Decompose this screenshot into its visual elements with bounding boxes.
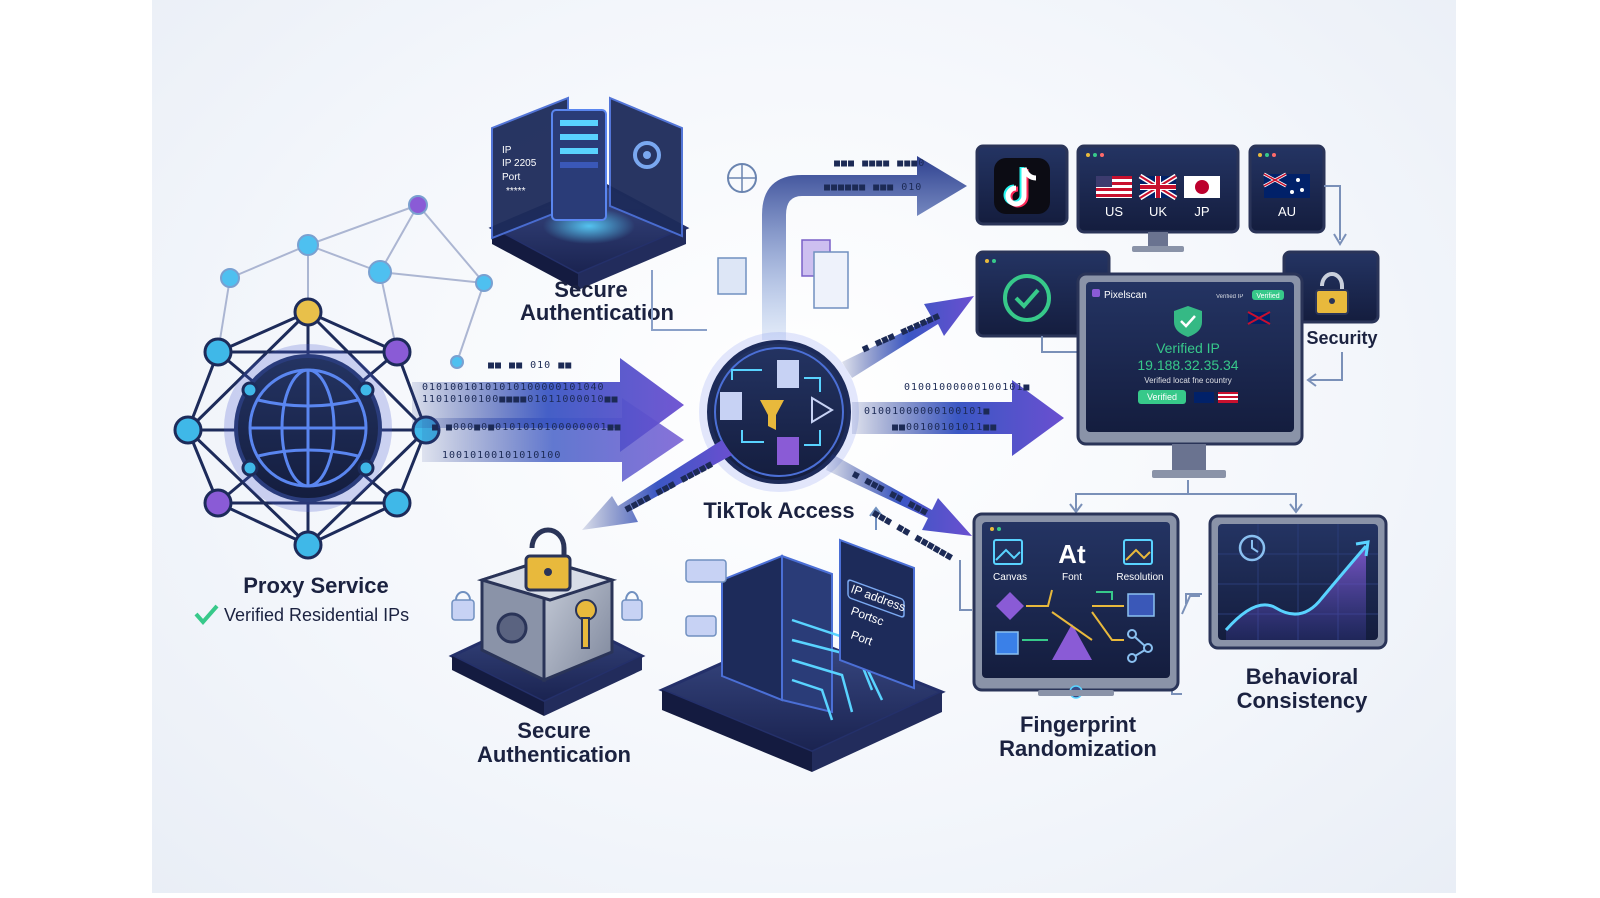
region-au: AU bbox=[1278, 204, 1296, 219]
eye-icon bbox=[685, 615, 717, 637]
square-icon bbox=[995, 631, 1019, 655]
fingerprint-resolution: Resolution bbox=[1116, 572, 1163, 583]
pixelscan-top-status: Verified IP bbox=[1216, 294, 1243, 300]
security-window bbox=[1282, 250, 1380, 324]
pyramid-icon bbox=[1052, 624, 1092, 660]
auth-card-port: Port bbox=[502, 172, 521, 183]
binary-stream-2: 01010010101010100000101040 bbox=[422, 382, 605, 393]
secure-auth-top-line1: Secure bbox=[554, 277, 627, 302]
behavior-area bbox=[1226, 546, 1366, 640]
region-monitor: US UK JP bbox=[1076, 144, 1240, 252]
binary-stream-11: ■ ■■■ ■■ ■■■ bbox=[851, 469, 931, 518]
play-icon bbox=[811, 396, 834, 424]
secure-auth-server-top: IP IP 2205 Port ***** bbox=[488, 96, 690, 290]
share-nodes-icon bbox=[1127, 629, 1153, 663]
fingerprint-line1: Fingerprint bbox=[1020, 712, 1137, 737]
document-icon bbox=[717, 257, 747, 295]
font-glyph-icon: At bbox=[1058, 539, 1086, 569]
fingerprint-font: Font bbox=[1062, 572, 1082, 583]
proxy-service-title: Proxy Service bbox=[243, 573, 389, 598]
server-ip-config: IP address Portsc Port bbox=[658, 506, 946, 772]
pixelscan-top-badge: Verified bbox=[1256, 293, 1279, 300]
behavioral-line1: Behavioral bbox=[1246, 664, 1359, 689]
check-icon bbox=[194, 604, 219, 626]
clock-icon bbox=[1238, 534, 1266, 562]
pixelscan-verified-title: Verified IP bbox=[1156, 340, 1220, 356]
binary-stream-6: ■■■ ■■■■ ■■■0 bbox=[834, 158, 925, 169]
behavioral-chart-monitor bbox=[1208, 514, 1388, 650]
padlock-small-icon bbox=[451, 599, 475, 621]
behavioral-line2: Consistency bbox=[1237, 688, 1369, 713]
proxy-service-subtitle: Verified Residential IPs bbox=[224, 605, 409, 625]
pixelscan-ip: 19.188.32.35.34 bbox=[1137, 357, 1238, 373]
input-document-icon bbox=[777, 437, 799, 465]
binary-stream-3: 11010100100■■■■01011000010■■ bbox=[422, 394, 619, 405]
binary-stream-1: ■■ ■■ 010 ■■ bbox=[488, 360, 572, 371]
funnel-icon bbox=[760, 400, 784, 430]
region-monitor-au: AU bbox=[1248, 144, 1326, 234]
secure-auth-bottom-line1: Secure bbox=[517, 718, 590, 743]
uk-flag-small-icon bbox=[1194, 392, 1214, 403]
safe-dial-icon bbox=[496, 612, 528, 644]
padlock-small-icon bbox=[621, 599, 643, 621]
pixelscan-brand: Pixelscan bbox=[1104, 290, 1147, 301]
secure-auth-bottom-line2: Authentication bbox=[477, 742, 631, 767]
region-jp: JP bbox=[1194, 204, 1209, 219]
gear-icon bbox=[633, 141, 661, 169]
data-stream-arrows: ■■ ■■ 010 ■■ 01010010101010100000101040 … bbox=[412, 358, 684, 482]
behavior-line bbox=[1224, 545, 1368, 631]
fingerprint-line2: Randomization bbox=[999, 736, 1157, 761]
region-uk: UK bbox=[1149, 204, 1167, 219]
document-icon bbox=[813, 251, 849, 309]
secure-auth-top-line2: Authentication bbox=[520, 300, 674, 325]
region-us: US bbox=[1105, 204, 1123, 219]
binary-stream-5: 10010100101010100 bbox=[442, 450, 561, 461]
proxy-network-graph bbox=[173, 195, 493, 560]
binary-stream-4: ■ ■000■0■0101010100000001■■ bbox=[432, 422, 622, 433]
upward-route-arrow: ■■■ ■■■■ ■■■0 ■■■■■■ ■■■ 010 bbox=[717, 156, 967, 340]
tiktok-access-hub bbox=[699, 332, 859, 492]
diagram-svg: Proxy Service Verified Residential IPs ■… bbox=[173, 96, 1388, 772]
image-icon bbox=[993, 539, 1023, 565]
binary-stream-10: ■■00100101011■■ bbox=[892, 422, 997, 433]
secure-auth-safe bbox=[448, 527, 646, 716]
binary-stream-8: ■ ■■■ ■■■■■■ bbox=[861, 310, 942, 354]
auth-card-ip-value: IP 2205 bbox=[502, 158, 537, 169]
pixelscan-button-label: Verified bbox=[1147, 392, 1177, 402]
input-document-icon bbox=[720, 392, 742, 420]
resolution-icon bbox=[1123, 539, 1153, 565]
binary-stream-9b: 01001000000100101■ bbox=[864, 406, 990, 417]
pixelscan-monitor: Pixelscan Verified IP Verified Verified … bbox=[1076, 272, 1304, 478]
picture-icon bbox=[1127, 593, 1155, 617]
pixelscan-logo-icon bbox=[1092, 289, 1100, 297]
tiktok-access-title: TikTok Access bbox=[703, 498, 854, 523]
input-document-icon bbox=[777, 360, 799, 388]
pixelscan-verified-button[interactable] bbox=[1138, 390, 1186, 404]
shield-check-icon bbox=[1174, 306, 1202, 337]
check-circle-icon bbox=[1003, 274, 1051, 322]
auth-card-password: ***** bbox=[506, 186, 526, 197]
fingerprint-canvas: Canvas bbox=[993, 572, 1027, 583]
tiktok-app-window bbox=[975, 144, 1069, 226]
auth-card-ip: IP bbox=[502, 145, 512, 156]
binary-stream-9: 01001000000100101■ bbox=[904, 382, 1030, 393]
fingerprint-monitor: Canvas At Font Resolution bbox=[972, 512, 1180, 699]
us-flag-small-icon bbox=[1218, 392, 1238, 403]
diamond-icon bbox=[996, 592, 1024, 620]
diagram-canvas: Proxy Service Verified Residential IPs ■… bbox=[152, 0, 1456, 893]
pixelscan-note: Verified locat fne country bbox=[1144, 376, 1232, 385]
binary-stream-7: ■■■■■■ ■■■ 010 bbox=[824, 182, 922, 193]
security-label: Security bbox=[1306, 328, 1377, 348]
